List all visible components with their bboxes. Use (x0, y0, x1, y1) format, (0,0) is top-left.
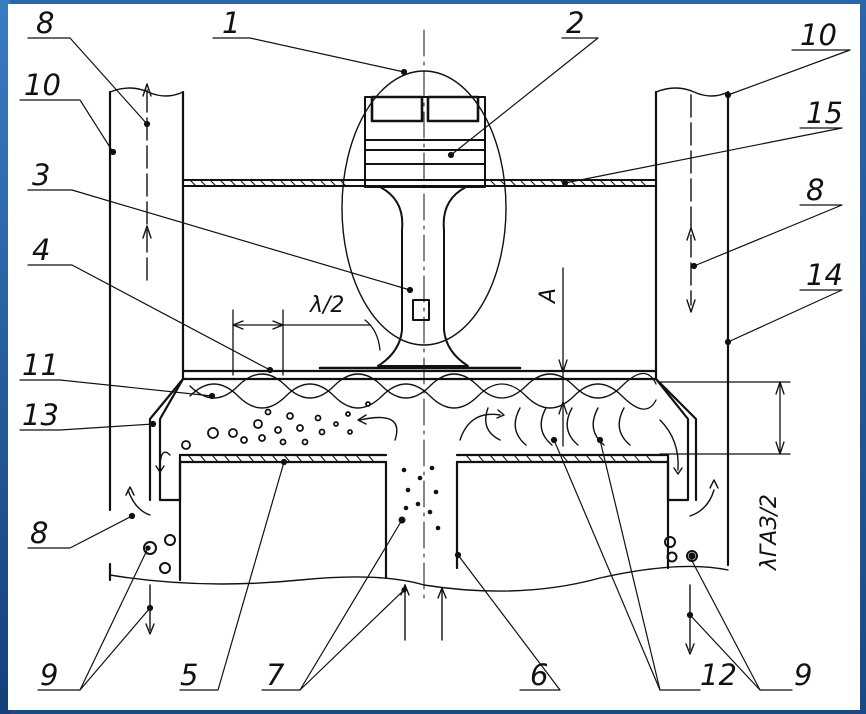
callout-6: 6 (530, 658, 548, 692)
callout-10-right: 10 (800, 18, 837, 52)
amplitude-label: A (536, 288, 561, 305)
gas-lambda-dimension (659, 381, 791, 455)
callout-11: 11 (22, 348, 59, 382)
callout-5: 5 (180, 658, 198, 692)
radiating-plate (181, 369, 658, 381)
callout-7: 7 (266, 658, 285, 692)
right-duct (654, 90, 730, 567)
callout-15: 15 (806, 96, 843, 130)
callout-12: 12 (700, 658, 737, 692)
lambda-dimension (232, 309, 381, 376)
right-duct-top (655, 87, 729, 97)
bubbles (181, 401, 371, 450)
callout-14: 14 (806, 258, 843, 292)
transducer-block (364, 95, 486, 188)
callout-3: 3 (32, 158, 50, 192)
slide-side-strip (0, 0, 10, 714)
gas-lambda-label: λГАЗ/2 (757, 494, 782, 571)
waveguide-horn (318, 186, 522, 370)
chamber (148, 377, 698, 582)
callout-2: 2 (566, 6, 584, 40)
lambda-half-label: λ/2 (309, 293, 344, 318)
left-duct (108, 90, 185, 582)
callout-numbers: 1 2 3 4 5 6 7 8 8 8 9 9 10 10 11 12 13 1… (22, 6, 843, 692)
callout-8-bottom-left: 8 (30, 516, 48, 550)
break-line (109, 565, 729, 592)
callout-9-left: 9 (40, 658, 58, 692)
left-flow (155, 414, 398, 473)
leader-lines (19, 37, 851, 691)
flow-swirls (459, 407, 683, 475)
amplitude-dimension (558, 267, 568, 447)
callout-13: 13 (22, 398, 59, 432)
callout-1: 1 (222, 6, 240, 40)
top-plate (182, 179, 657, 187)
callout-4: 4 (32, 233, 50, 267)
standing-wave-mirror (189, 372, 657, 399)
left-duct-top (109, 87, 184, 97)
callout-8-top-left: 8 (36, 6, 54, 40)
duct-bubbles (143, 534, 698, 574)
callout-9-right: 9 (794, 658, 812, 692)
standing-wave (189, 383, 657, 410)
callout-8-right: 8 (806, 173, 824, 207)
inlet-bubbles (398, 465, 441, 531)
callout-10-left: 10 (24, 68, 61, 102)
